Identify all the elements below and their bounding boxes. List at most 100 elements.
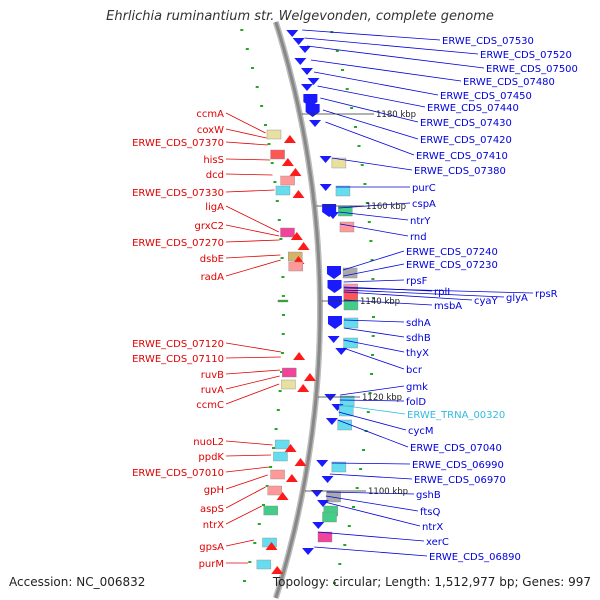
reverse-gene-block (266, 129, 282, 140)
forward-gene-leader (322, 109, 419, 140)
tick-outer (363, 183, 367, 185)
reverse-gene-block (280, 175, 295, 186)
forward-gene-leader (339, 399, 405, 402)
reverse-gene-arrow (271, 566, 284, 574)
forward-gene-leader (340, 223, 409, 237)
reverse-gene-arrow (281, 158, 294, 166)
forward-gene-arrow (319, 184, 332, 191)
forward-gene-arrow (335, 348, 348, 355)
forward-gene-label: rnd (410, 232, 427, 243)
forward-gene-block (335, 185, 351, 197)
forward-gene-label: ERWE_CDS_07430 (420, 118, 512, 129)
forward-gene-leader (302, 29, 441, 41)
forward-gene-leader (340, 385, 405, 396)
reverse-gene-arrow (293, 352, 306, 360)
forward-gene-block (337, 419, 352, 431)
reverse-gene-label: grxC2 (195, 221, 224, 232)
position-label: 1180 kbp (376, 110, 416, 120)
forward-gene-label: ERWE_CDS_06970 (414, 475, 506, 486)
forward-gene-label: ERWE_CDS_07500 (486, 64, 578, 75)
reverse-gene-block (263, 505, 278, 516)
forward-gene-block (343, 317, 359, 329)
forward-gene-block (343, 299, 359, 311)
reverse-gene-arrow (265, 542, 278, 550)
tick-outer (369, 240, 373, 242)
reverse-gene-label: ERWE_CDS_07330 (132, 188, 224, 199)
reverse-gene-leader (225, 466, 270, 473)
forward-gene-block (317, 531, 333, 543)
forward-gene-arrow (325, 418, 338, 425)
tick-outer (341, 69, 344, 71)
forward-gene-arrow-large (327, 280, 342, 293)
trna-gene-leader (339, 404, 406, 415)
forward-gene-arrow (307, 78, 320, 85)
forward-gene-label: folD (406, 397, 426, 408)
tick-outer (372, 316, 375, 318)
reverse-gene-label: ccmA (196, 109, 224, 120)
forward-gene-leader (343, 299, 433, 306)
reverse-gene-label: ruvB (201, 370, 224, 381)
reverse-gene-label: dcd (206, 170, 224, 181)
forward-gene-leader (338, 202, 411, 209)
forward-gene-block (338, 405, 354, 417)
forward-gene-label: thyX (406, 348, 429, 359)
forward-gene-label: cyaY (474, 296, 499, 307)
reverse-gene-arrow (294, 458, 307, 466)
reverse-gene-leader (225, 440, 273, 446)
tick-inner (270, 162, 274, 164)
forward-gene-arrow-large (303, 94, 318, 107)
forward-gene-leader (338, 411, 407, 431)
reverse-gene-arrow (292, 190, 305, 198)
reverse-gene-leader (225, 486, 266, 509)
forward-gene-leader (337, 419, 409, 448)
reverse-gene-block (281, 379, 296, 390)
reverse-gene-label: ERWE_CDS_07120 (132, 339, 224, 350)
reverse-gene-leader (225, 128, 267, 139)
forward-gene-label: rpsF (406, 276, 428, 287)
reverse-gene-arrow (290, 232, 303, 240)
tick-outer (352, 506, 355, 508)
forward-gene-labels: ERWE_CDS_07530ERWE_CDS_07520ERWE_CDS_075… (302, 29, 578, 563)
tick-outer (347, 525, 351, 527)
forward-gene-label: gmk (406, 382, 428, 393)
tick-outer (357, 145, 361, 147)
tick-outer (359, 468, 363, 470)
forward-gene-arrow (312, 522, 325, 529)
reverse-gene-label: ntrX (203, 520, 224, 531)
reverse-gene-block (256, 559, 272, 570)
forward-gene-label: ERWE_CDS_06990 (412, 460, 504, 471)
forward-gene-leader (343, 289, 505, 298)
forward-gene-label: ntrX (422, 522, 443, 533)
reverse-gene-label: purM (199, 559, 224, 570)
reverse-gene-label: coxW (197, 125, 224, 136)
reverse-gene-leader (225, 474, 268, 490)
reverse-gene-leader (225, 158, 271, 161)
forward-gene-block (343, 337, 358, 349)
forward-gene-label: msbA (434, 301, 462, 312)
forward-gene-arrow-large (327, 316, 342, 329)
forward-gene-block (322, 511, 337, 523)
tick-inner (257, 523, 261, 525)
reverse-gene-leader (225, 375, 280, 390)
tick-outer (368, 392, 372, 394)
genome-backbone (272, 21, 323, 599)
forward-gene-arrow-large (305, 104, 320, 117)
position-label: 1140 kbp (360, 297, 400, 307)
tick-outer (354, 126, 357, 128)
forward-gene-leader (324, 501, 421, 527)
forward-gene-label: rplI (434, 287, 450, 298)
tick-inner (281, 276, 285, 278)
backbone-line (274, 21, 322, 599)
reverse-gene-block (274, 439, 290, 450)
tick-inner (274, 428, 278, 430)
reverse-gene-leader (225, 239, 280, 243)
forward-gene-label: rpsR (535, 289, 558, 300)
tick-inner (272, 447, 275, 449)
reverse-gene-label: aspS (200, 504, 224, 515)
tick-outer (350, 107, 354, 109)
reverse-gene-leader (225, 369, 281, 375)
forward-gene-arrow (301, 84, 314, 91)
forward-gene-leader (338, 211, 409, 221)
reverse-gene-leader (225, 342, 282, 353)
